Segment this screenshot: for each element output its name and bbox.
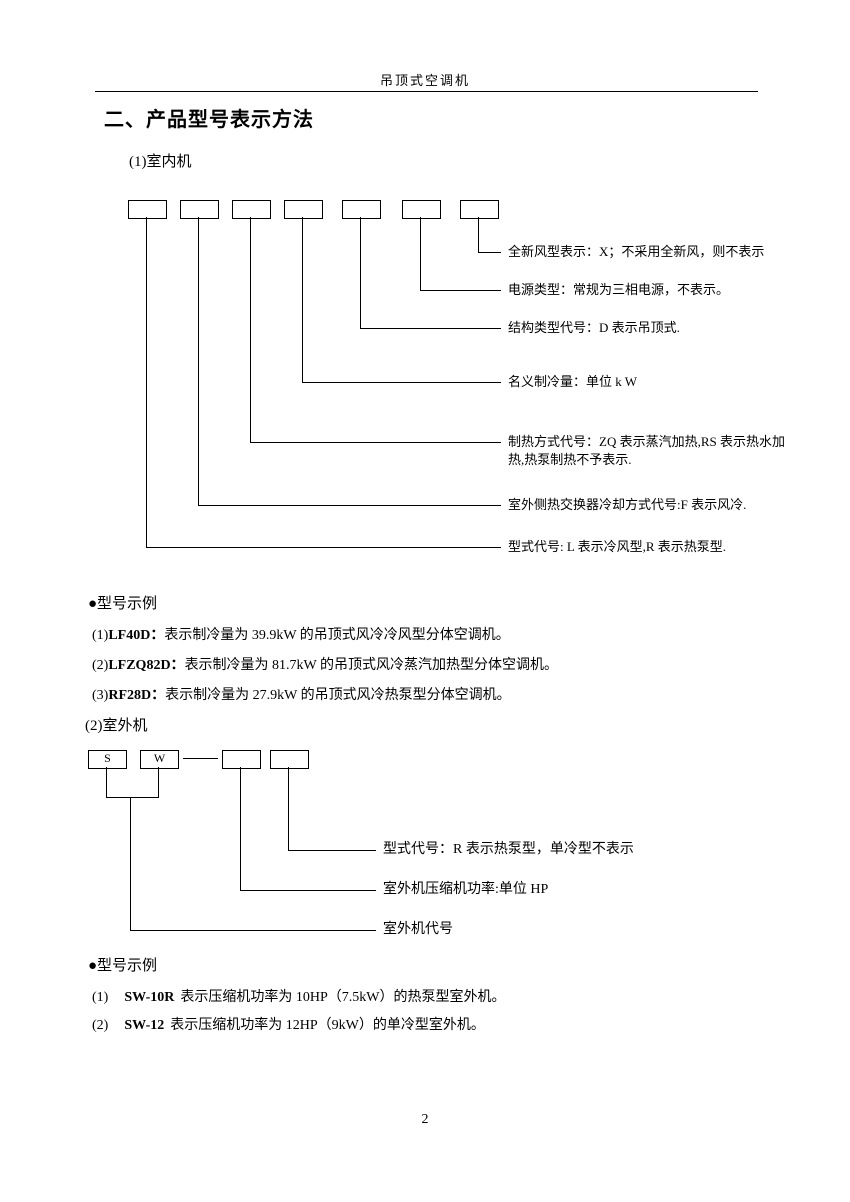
outdoor-label-compressor-power: 室外机压缩机功率:单位 HP (383, 882, 549, 897)
section-title: 二、产品型号表示方法 (104, 109, 314, 131)
outdoor-leader-unit-code (130, 797, 376, 931)
indoor-example-1: (1)LF40D：表示制冷量为 39.9kW 的吊顶式风冷冷风型分体空调机。 (92, 624, 510, 644)
example-number: (3) (92, 688, 109, 703)
example-number: (1) (92, 990, 109, 1005)
indoor-example-3: (3)RF28D：表示制冷量为 27.9kW 的吊顶式风冷热泵型分体空调机。 (92, 684, 511, 704)
example-number: (2) (92, 658, 109, 673)
indoor-leader-fresh-air (478, 217, 501, 253)
outdoor-vline-s (106, 767, 107, 798)
outdoor-box-hp (222, 750, 261, 769)
outdoor-vline-w (158, 767, 159, 798)
indoor-leader-heating-method (250, 217, 501, 443)
indoor-code-box-5 (342, 200, 381, 219)
header-rule (95, 91, 758, 92)
outdoor-bracket-line (106, 797, 159, 798)
example-description: 表示压缩机功率为 12HP（9kW）的单冷型室外机。 (170, 1018, 485, 1033)
example-code: LFZQ82D： (108, 658, 185, 673)
indoor-label-power-type: 电源类型：常规为三相电源，不表示。 (508, 282, 730, 297)
indoor-code-box-1 (128, 200, 167, 219)
example-number: (1) (92, 628, 109, 643)
outdoor-example-2: (2) SW-12 表示压缩机功率为 12HP（9kW）的单冷型室外机。 (92, 1014, 485, 1034)
indoor-code-box-6 (402, 200, 441, 219)
indoor-leader-power-type (420, 217, 501, 291)
outdoor-examples-heading: ●型号示例 (88, 958, 158, 974)
example-description: 表示制冷量为 27.9kW 的吊顶式风冷热泵型分体空调机。 (165, 688, 511, 703)
outdoor-leader-compressor-power (240, 767, 376, 891)
indoor-label-structure-type: 结构类型代号：D 表示吊顶式. (508, 320, 680, 335)
indoor-leader-cooling-method (198, 217, 501, 506)
outdoor-leader-type-code (288, 767, 376, 851)
indoor-code-box-4 (284, 200, 323, 219)
outdoor-example-1: (1) SW-10R 表示压缩机功率为 10HP（7.5kW）的热泵型室外机。 (92, 986, 505, 1006)
outdoor-box-w: W (140, 750, 179, 769)
example-code: SW-12 (124, 1018, 165, 1033)
page-number: 2 (421, 1112, 429, 1127)
indoor-example-2: (2)LFZQ82D：表示制冷量为 81.7kW 的吊顶式风冷蒸汽加热型分体空调… (92, 654, 558, 674)
indoor-code-box-2 (180, 200, 219, 219)
header-title: 吊顶式空调机 (379, 73, 470, 88)
indoor-leader-capacity (302, 217, 501, 383)
indoor-label-capacity: 名义制冷量：单位 k W (508, 374, 638, 389)
example-number: (2) (92, 1018, 109, 1033)
indoor-label-fresh-air: 全新风型表示：X；不采用全新风，则不表示 (508, 244, 765, 259)
outdoor-label-type-code: 型式代号：R 表示热泵型，单冷型不表示 (383, 842, 634, 857)
outdoor-label-unit-code: 室外机代号 (383, 922, 453, 937)
indoor-code-box-7 (460, 200, 499, 219)
example-description: 表示制冷量为 39.9kW 的吊顶式风冷冷风型分体空调机。 (164, 628, 510, 643)
example-code: SW-10R (124, 990, 175, 1005)
indoor-label-cooling-method: 室外侧热交换器冷却方式代号:F 表示风冷. (508, 497, 747, 512)
example-description: 表示压缩机功率为 10HP（7.5kW）的热泵型室外机。 (180, 990, 506, 1005)
outdoor-dash-line (183, 758, 218, 759)
indoor-label-heating-method: 制热方式代号：ZQ 表示蒸汽加热,RS 表示热水加 热,热泵制热不予表示. (508, 434, 785, 467)
indoor-label-type-code: 型式代号: L 表示冷风型,R 表示热泵型. (508, 539, 726, 554)
indoor-leader-type-code (146, 217, 501, 548)
example-description: 表示制冷量为 81.7kW 的吊顶式风冷蒸汽加热型分体空调机。 (184, 658, 559, 673)
example-code: RF28D： (108, 688, 166, 703)
outdoor-heading: (2)室外机 (85, 718, 148, 734)
outdoor-box-type (270, 750, 309, 769)
indoor-heading: (1)室内机 (129, 154, 192, 170)
outdoor-box-s: S (88, 750, 127, 769)
indoor-code-box-3 (232, 200, 271, 219)
example-code: LF40D： (108, 628, 165, 643)
indoor-leader-structure-type (360, 217, 501, 329)
indoor-examples-heading: ●型号示例 (88, 596, 158, 612)
